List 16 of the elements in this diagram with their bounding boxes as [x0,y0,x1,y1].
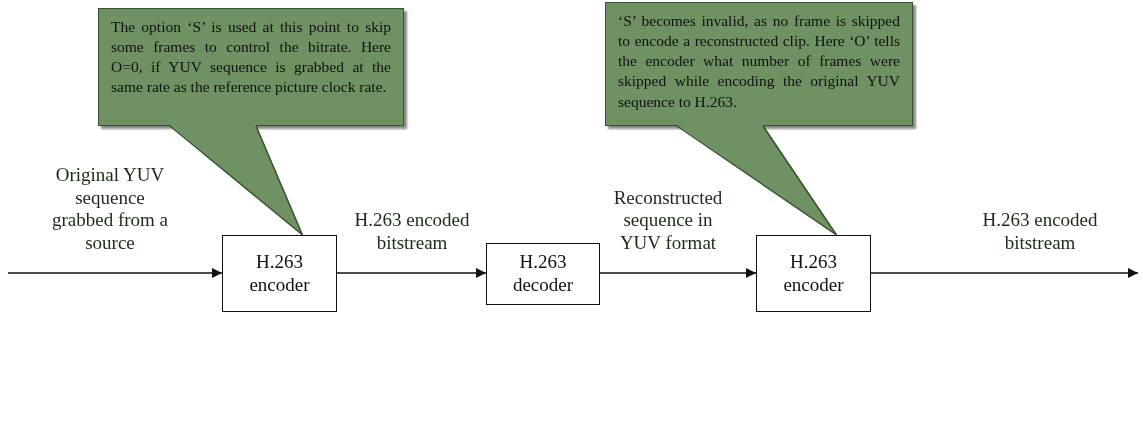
process-box [222,235,337,312]
process-box [756,235,871,312]
arrow [599,268,757,278]
edge-label: H.263 encoded bitstream [353,209,471,255]
callout-text: ‘S’ becomes invalid, as no frame is skipped to encode a reconstructed clip. Here ‘O’ tells the encoder what number of frames were skipped while encoding the original YUV sequence to H.263. [618,11,900,112]
edge-label: Reconstructed sequence in YUV format [612,186,724,255]
process-box [486,243,600,305]
arrow [870,268,1139,278]
callout-text: The option ‘S’ is used at this point to skip some frames to control the bitrate. Here O=0, if YUV sequence is grabbed at the same rate as the reference picture clock rate. [111,17,391,98]
box-label: H.263 decoder [511,251,575,297]
arrow [336,268,487,278]
arrow [7,268,223,278]
edge-label: Original YUV sequence grabbed from a source [50,163,170,255]
box-label: H.263 encoder [248,250,311,297]
edge-label: H.263 encoded bitstream [981,209,1099,255]
box-label: H.263 encoder [782,250,845,297]
